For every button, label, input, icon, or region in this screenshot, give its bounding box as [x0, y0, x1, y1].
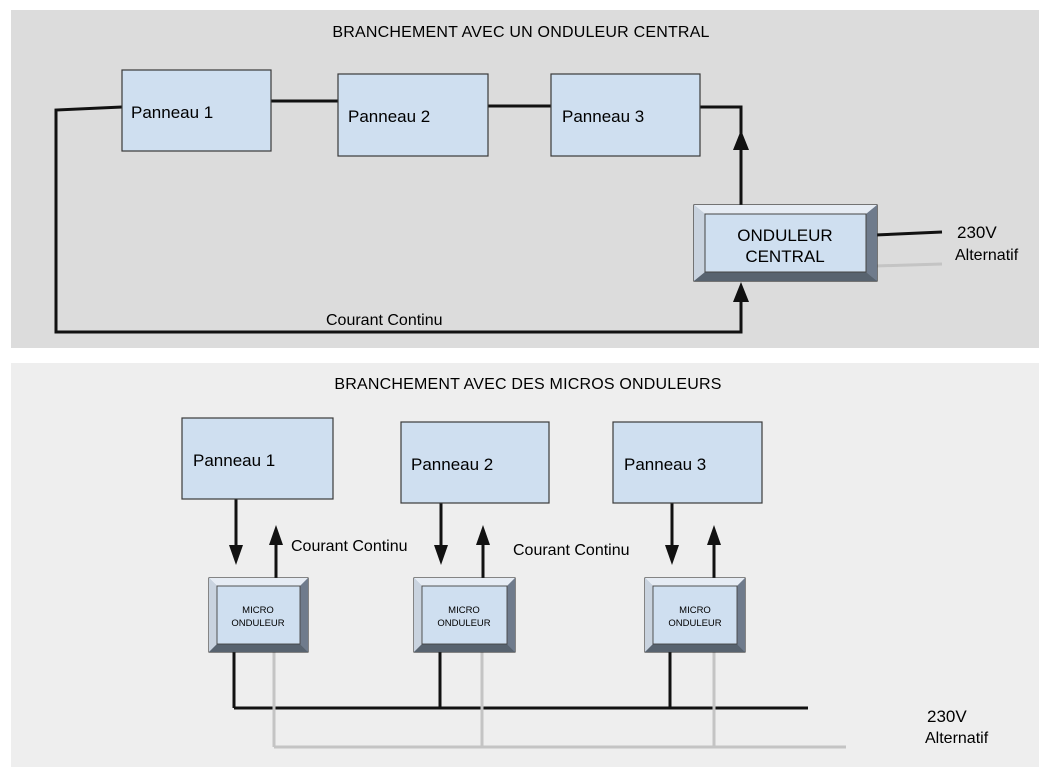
central-inverter-section	[11, 10, 1039, 348]
bottom-title: BRANCHEMENT AVEC DES MICROS ONDULEURS	[334, 376, 721, 393]
arrow-up-icon	[269, 525, 283, 545]
arrow-up-icon	[707, 525, 721, 545]
micro-label-line2: ONDULEUR	[437, 618, 490, 629]
micro-label-line2: ONDULEUR	[668, 618, 721, 629]
panel-label: Panneau 3	[624, 455, 706, 474]
top-panel-1: Panneau 1	[121, 69, 272, 152]
micro-label-line1: MICRO	[448, 605, 480, 616]
top-panel-2: Panneau 2	[337, 73, 489, 157]
ac-phase-wire	[874, 230, 943, 237]
inverter-label-line2: CENTRAL	[745, 247, 824, 266]
micro-unit-2: Panneau 2 MICRO ONDULEUR	[400, 421, 550, 747]
micro-inverter: MICRO ONDULEUR	[413, 577, 516, 653]
micro-label-line1: MICRO	[679, 605, 711, 616]
bottom-output-voltage: 230V	[927, 707, 967, 726]
panel-label: Panneau 2	[348, 107, 430, 126]
top-dc-wiring	[54, 99, 743, 334]
micro-inverter: MICRO ONDULEUR	[644, 577, 746, 653]
micro-unit-1: Panneau 1 MICRO ONDULEUR	[181, 417, 334, 747]
top-dc-label: Courant Continu	[326, 312, 443, 329]
panel-label: Panneau 2	[411, 455, 493, 474]
arrow-down-icon	[229, 545, 243, 565]
bottom-dc-label-1: Courant Continu	[291, 538, 408, 555]
arrow-up-icon	[733, 130, 749, 150]
panel-label: Panneau 3	[562, 107, 644, 126]
top-panel-3: Panneau 3	[550, 73, 701, 157]
top-output-type: Alternatif	[955, 247, 1019, 264]
inverter-label-line1: ONDULEUR	[737, 226, 832, 245]
micro-label-line1: MICRO	[242, 605, 274, 616]
arrow-down-icon	[665, 545, 679, 565]
arrow-up-icon	[733, 282, 749, 302]
top-output-voltage: 230V	[957, 223, 997, 242]
micro-unit-3: Panneau 3 MICRO ONDULEUR	[612, 421, 763, 747]
ac-neutral-wire	[874, 262, 943, 268]
panel-label: Panneau 1	[131, 103, 213, 122]
bottom-dc-label-2: Courant Continu	[513, 542, 630, 559]
bottom-output-type: Alternatif	[925, 730, 989, 747]
arrow-down-icon	[434, 545, 448, 565]
central-inverter: ONDULEUR CENTRAL	[693, 204, 878, 282]
micro-label-line2: ONDULEUR	[231, 618, 284, 629]
arrow-up-icon	[476, 525, 490, 545]
top-title: BRANCHEMENT AVEC UN ONDULEUR CENTRAL	[332, 24, 709, 41]
micro-inverter: MICRO ONDULEUR	[208, 577, 309, 653]
panel-label: Panneau 1	[193, 451, 275, 470]
